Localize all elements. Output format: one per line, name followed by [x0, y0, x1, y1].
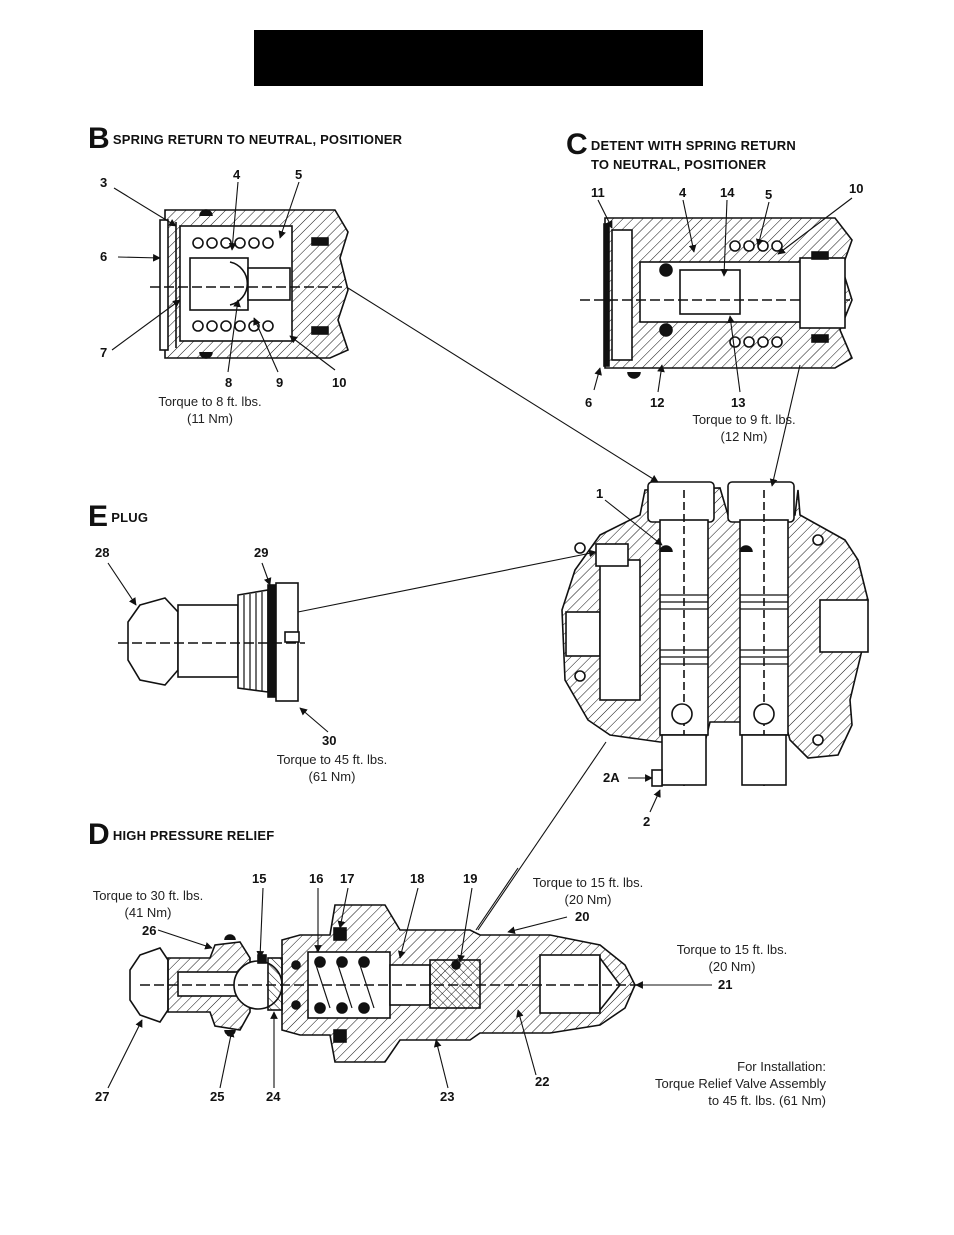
- c-torque-note: Torque to 9 ft. lbs. (12 Nm): [664, 411, 824, 445]
- callout-b-3: 3: [100, 175, 108, 190]
- callout-b-8: 8: [225, 375, 233, 390]
- callout-d-19: 19: [463, 871, 478, 886]
- callout-d-21: 21: [718, 977, 733, 992]
- callout-d-15: 15: [252, 871, 267, 886]
- e-torque-line2: (61 Nm): [308, 769, 356, 784]
- callout-d-18: 18: [410, 871, 425, 886]
- section-b-title: SPRING RETURN TO NEUTRAL, POSITIONER: [112, 132, 403, 147]
- callout-b-9: 9: [276, 375, 284, 390]
- installation-note: For Installation: Torque Relief Valve As…: [596, 1058, 826, 1109]
- section-d-letter: D: [88, 818, 110, 851]
- callout-b-6: 6: [100, 249, 108, 264]
- callout-main-2a: 2A: [603, 770, 620, 785]
- d-torque-15b-line1: Torque to 15 ft. lbs.: [676, 942, 788, 957]
- b-torque-note: Torque to 8 ft. lbs. (11 Nm): [130, 393, 290, 427]
- section-c-assembly: [580, 217, 854, 379]
- callout-e-28: 28: [95, 545, 110, 560]
- callout-d-20: 20: [575, 909, 590, 924]
- callout-e-30: 30: [322, 733, 337, 748]
- section-c-title-line2: TO NEUTRAL, POSITIONER: [591, 157, 767, 172]
- section-c-title-line1: DETENT WITH SPRING RETURN: [590, 138, 796, 153]
- section-e-letter: E: [88, 500, 109, 533]
- section-c-letter: C: [566, 128, 588, 161]
- section-e-plug: [118, 582, 305, 702]
- callout-b-10: 10: [332, 375, 347, 390]
- callout-d-25: 25: [210, 1089, 225, 1104]
- d-torque-15b-line2: (20 Nm): [708, 959, 756, 974]
- callout-d-23: 23: [440, 1089, 455, 1104]
- d-torque-30-line1: Torque to 30 ft. lbs.: [92, 888, 204, 903]
- callout-d-16: 16: [309, 871, 324, 886]
- callout-main-1: 1: [596, 486, 604, 501]
- callout-c-6: 6: [585, 395, 593, 410]
- section-b-letter: B: [88, 122, 110, 155]
- callout-d-27: 27: [95, 1089, 110, 1104]
- e-torque-line1: Torque to 45 ft. lbs.: [276, 752, 388, 767]
- title-bar: [254, 30, 703, 86]
- callout-d-26: 26: [142, 923, 157, 938]
- callout-e-29: 29: [254, 545, 269, 560]
- callout-d-17: 17: [340, 871, 355, 886]
- callout-c-11: 11: [591, 185, 605, 200]
- callout-d-22: 22: [535, 1074, 550, 1089]
- d-torque-30-note: Torque to 30 ft. lbs. (41 Nm): [68, 887, 228, 921]
- callout-c-10: 10: [849, 181, 864, 196]
- callout-c-14: 14: [720, 185, 735, 200]
- installation-line3: to 45 ft. lbs. (61 Nm): [708, 1093, 826, 1108]
- callout-c-5: 5: [765, 187, 773, 202]
- b-torque-line1: Torque to 8 ft. lbs.: [158, 394, 262, 409]
- callout-b-5: 5: [295, 167, 303, 182]
- installation-line1: For Installation:: [737, 1059, 826, 1074]
- section-e-title: PLUG: [111, 510, 149, 525]
- b-torque-line2: (11 Nm): [187, 411, 233, 426]
- callout-c-12: 12: [650, 395, 665, 410]
- callout-c-13: 13: [731, 395, 746, 410]
- callout-main-2: 2: [643, 814, 651, 829]
- callout-c-4: 4: [679, 185, 687, 200]
- section-d-title: HIGH PRESSURE RELIEF: [112, 828, 275, 843]
- e-torque-note: Torque to 45 ft. lbs. (61 Nm): [252, 751, 412, 785]
- installation-line2: Torque Relief Valve Assembly: [654, 1076, 826, 1091]
- d-torque-15b-note: Torque to 15 ft. lbs. (20 Nm): [652, 941, 812, 975]
- callout-b-7: 7: [100, 345, 108, 360]
- callout-d-24: 24: [266, 1089, 281, 1104]
- d-torque-15a-note: Torque to 15 ft. lbs. (20 Nm): [508, 874, 668, 908]
- c-torque-line2: (12 Nm): [720, 429, 768, 444]
- d-torque-15a-line1: Torque to 15 ft. lbs.: [532, 875, 644, 890]
- leader-lines: [107, 181, 853, 1089]
- d-torque-15a-line2: (20 Nm): [564, 892, 612, 907]
- section-d-relief-valve: [129, 904, 640, 1063]
- c-torque-line1: Torque to 9 ft. lbs.: [692, 412, 796, 427]
- d-torque-30-line2: (41 Nm): [124, 905, 172, 920]
- main-valve-body: [561, 481, 869, 790]
- callout-b-4: 4: [233, 167, 241, 182]
- section-b-assembly: [150, 209, 349, 359]
